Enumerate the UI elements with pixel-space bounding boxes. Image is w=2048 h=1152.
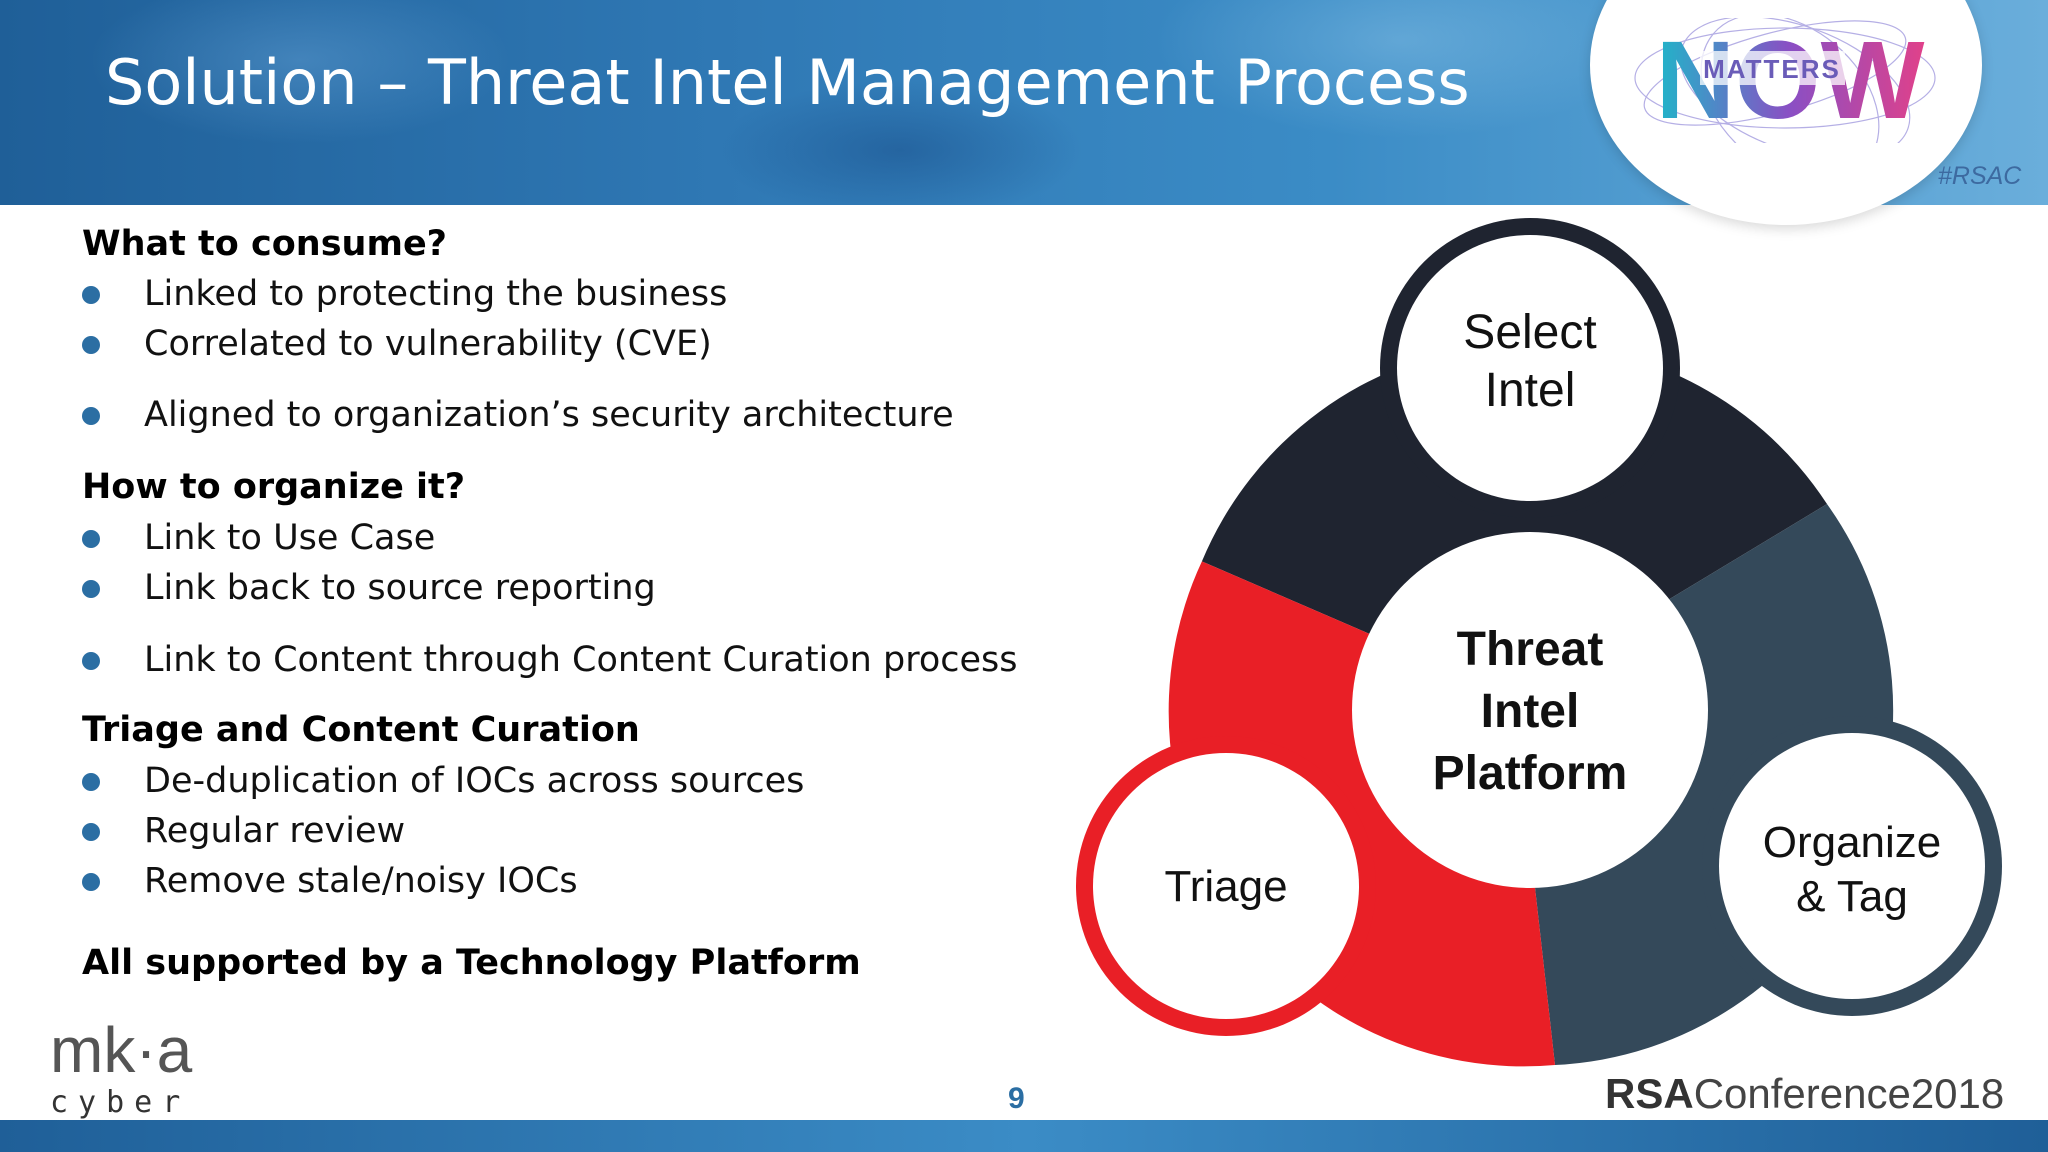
bullet-dot <box>82 407 100 425</box>
matters-word: MATTERS <box>1703 54 1841 84</box>
center-label-1: Threat <box>1457 623 1604 676</box>
matters-now-logo: NOW MATTERS <box>1634 18 1936 143</box>
footer-banner <box>0 1120 2048 1152</box>
mka-cyber-logo: mk·a cyber <box>50 1020 193 1120</box>
list-item: Aligned to organization’s security archi… <box>82 393 1082 437</box>
list-item: Linked to protecting the business <box>82 272 1082 316</box>
center-label-3: Platform <box>1433 747 1628 800</box>
center-label-2: Intel <box>1481 685 1580 738</box>
node-select-label-2: Intel <box>1485 364 1576 417</box>
process-cycle-diagram: Select Intel Organize & Tag Triage Threa… <box>1076 218 2002 1067</box>
node-organize-label-1: Organize <box>1763 818 1942 867</box>
bullet-dot <box>82 773 100 791</box>
slide-title: Solution – Threat Intel Management Proce… <box>105 46 1470 119</box>
bullet-dot <box>82 530 100 548</box>
list-item: Remove stale/noisy IOCs <box>82 859 1082 903</box>
logo-top-text: mk·a <box>50 1020 193 1086</box>
closing-statement: All supported by a Technology Platform <box>82 943 861 983</box>
bullet-dot <box>82 286 100 304</box>
node-organize-label-2: & Tag <box>1796 872 1908 921</box>
hashtag: #RSAC <box>1938 162 2022 190</box>
node-triage <box>1093 753 1359 1019</box>
bullet-dot <box>82 652 100 670</box>
logo-bottom-text: cyber <box>50 1085 190 1120</box>
bullet-dot <box>82 823 100 841</box>
section-heading-consume: What to consume? <box>82 224 447 264</box>
section-heading-triage: Triage and Content Curation <box>82 710 640 750</box>
list-item: De-duplication of IOCs across sources <box>82 759 1082 803</box>
list-item: Link back to source reporting <box>82 566 1082 610</box>
node-select <box>1397 235 1663 501</box>
bullet-dot <box>82 580 100 598</box>
rsa-suffix: Conference2018 <box>1693 1070 2005 1117</box>
list-item: Correlated to vulnerability (CVE) <box>82 322 1082 366</box>
node-triage-label: Triage <box>1164 862 1287 911</box>
page-number: 9 <box>1008 1082 1025 1115</box>
section-heading-organize: How to organize it? <box>82 467 466 507</box>
list-item: Regular review <box>82 809 1082 853</box>
node-organize <box>1719 733 1985 999</box>
node-select-label-1: Select <box>1463 306 1596 359</box>
rsa-conference-logo: RSAConference2018 <box>1605 1070 2004 1118</box>
list-item: Link to Use Case <box>82 516 1082 560</box>
list-item: Link to Content through Content Curation… <box>82 638 1082 682</box>
rsa-brand: RSA <box>1605 1070 1694 1117</box>
bullet-dot <box>82 336 100 354</box>
center-hub <box>1352 532 1708 888</box>
bullet-dot <box>82 873 100 891</box>
